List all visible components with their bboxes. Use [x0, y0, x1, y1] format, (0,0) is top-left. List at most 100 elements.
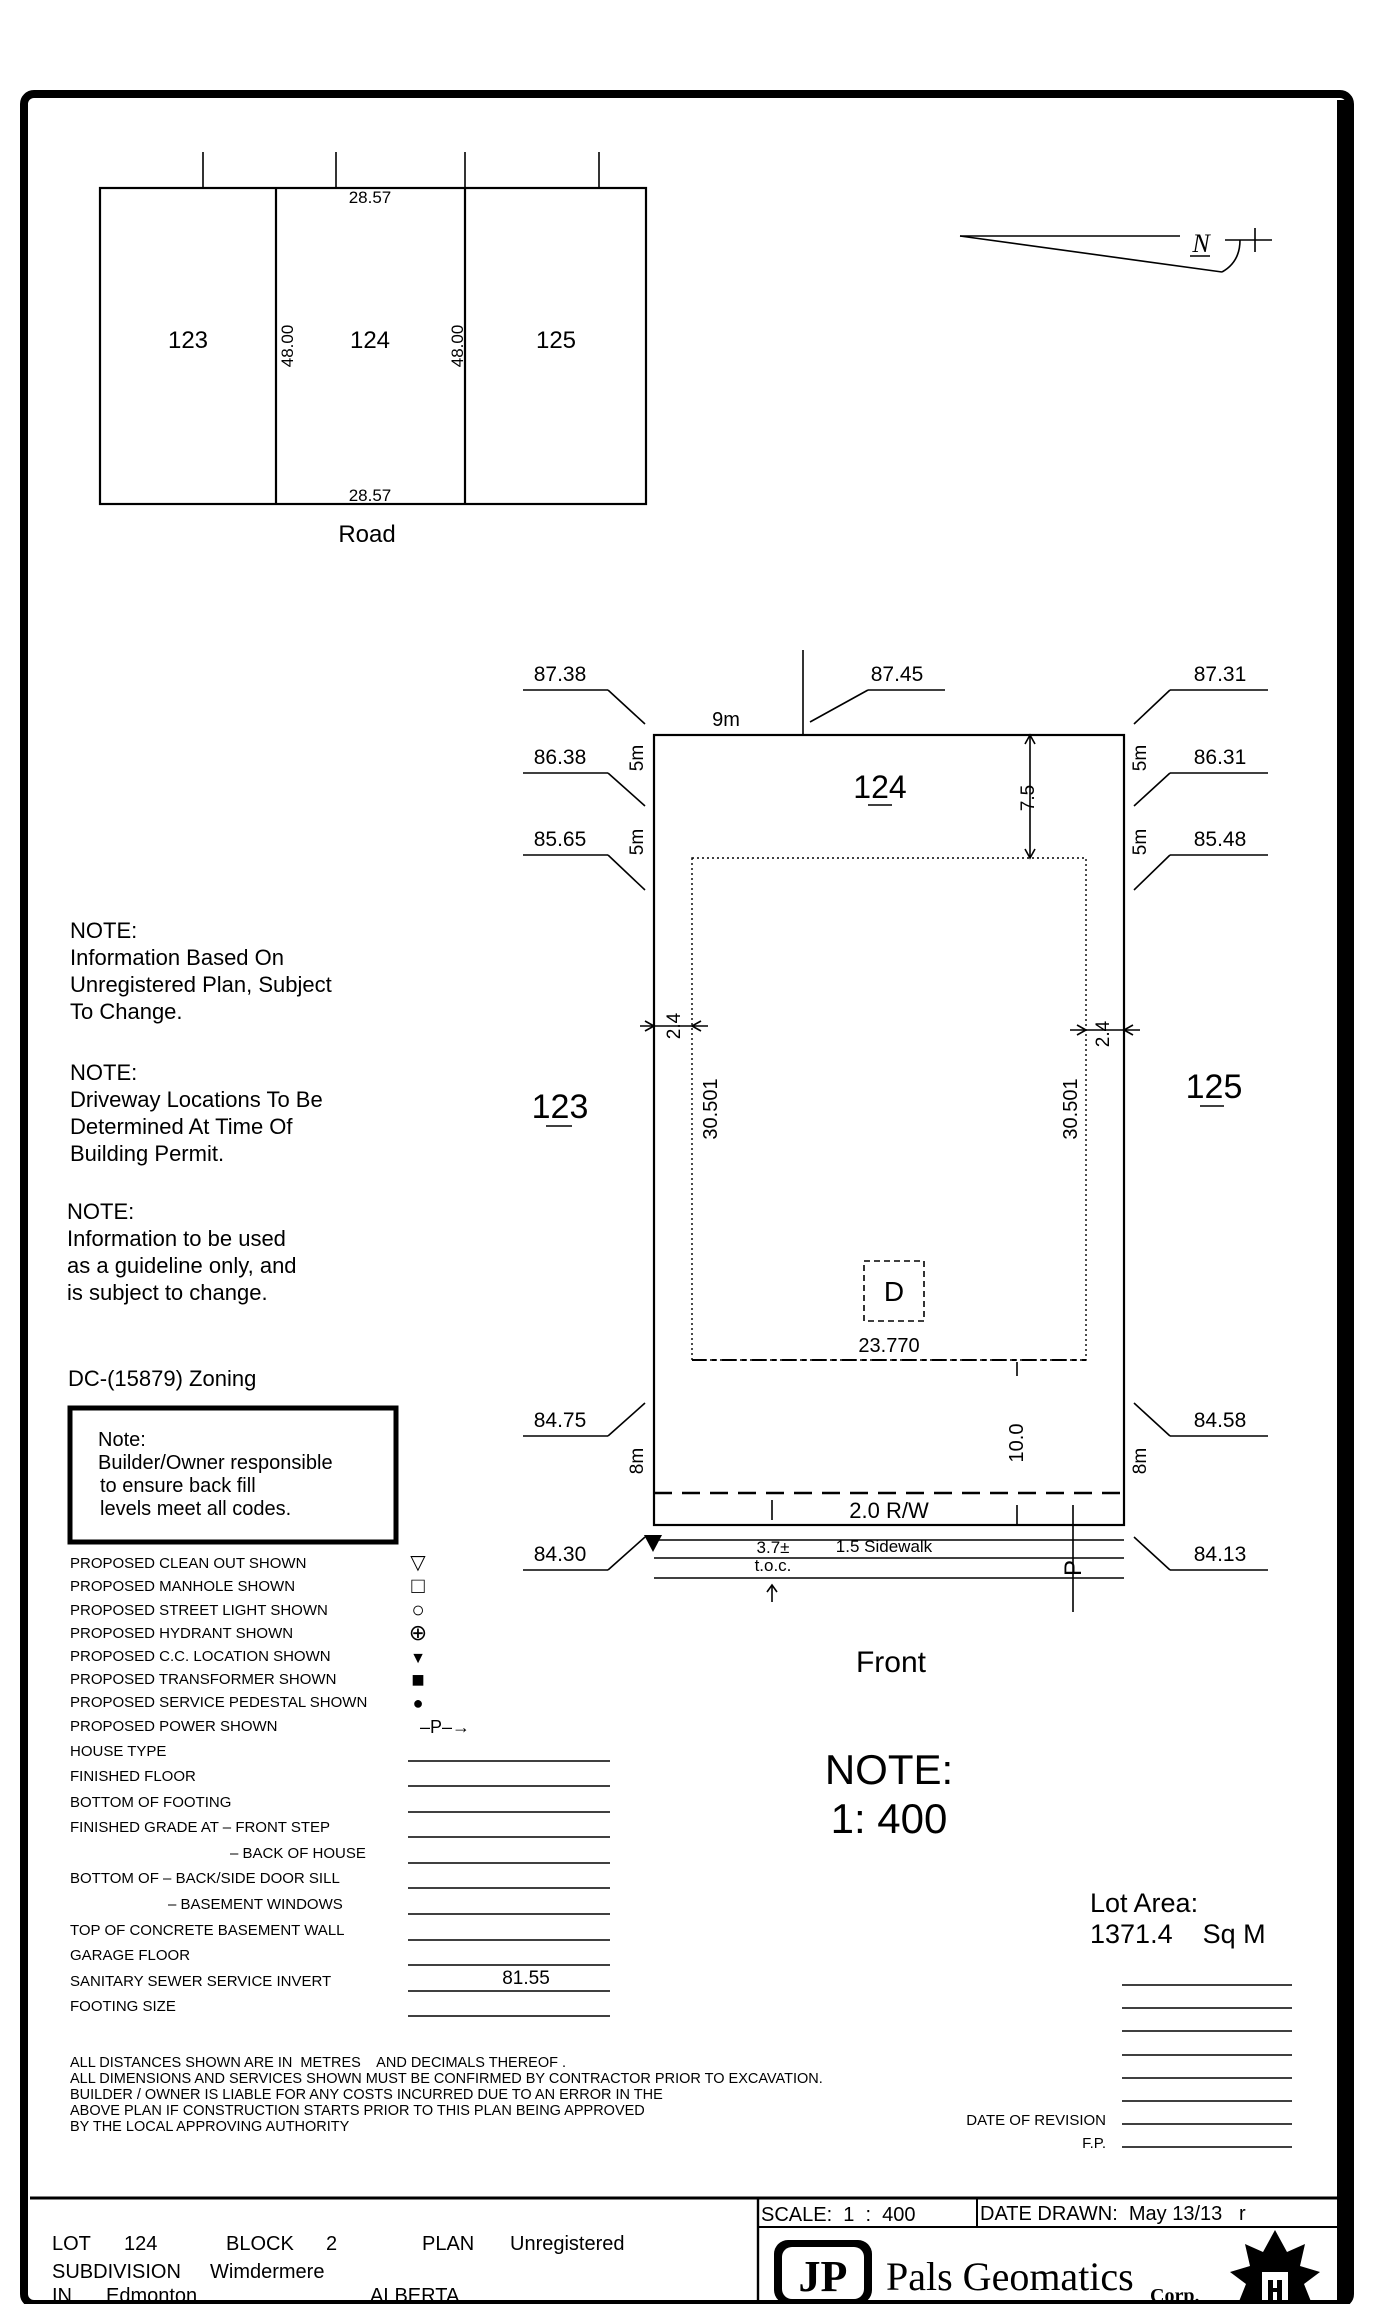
legend-label-5: PROPOSED C.C. LOCATION SHOWN: [70, 1648, 331, 1665]
left-side-5m-lower: 5m: [627, 829, 648, 855]
scale-value: SCALE: 1 : 400: [761, 2204, 916, 2226]
top-setback: 7.5: [1018, 785, 1039, 811]
in-value: Edmonton: [106, 2285, 197, 2304]
field-basement-wall: TOP OF CONCRETE BASEMENT WALL: [70, 1922, 345, 1939]
disclaimer-line-5: BY THE LOCAL APPROVING AUTHORITY: [70, 2119, 350, 2135]
company-name: Pals Geomatics: [886, 2254, 1134, 2299]
revision-block: DATE OF REVISION F.P.: [966, 1984, 1292, 2152]
elevation-left-2: 86.38: [534, 746, 587, 769]
company-emblem-icon: [1230, 2230, 1320, 2304]
field-basement-windows: – BASEMENT WINDOWS: [168, 1896, 343, 1913]
legend-label-4: PROPOSED HYDRANT SHOWN: [70, 1625, 293, 1642]
note-2-line-3: Building Permit.: [70, 1141, 224, 1166]
note-3-line-3: is subject to change.: [67, 1280, 268, 1305]
depth-left: 30.501: [700, 1078, 722, 1139]
sidewalk-label: 1.5 Sidewalk: [836, 1537, 933, 1556]
builder-note-box: Note: Builder/Owner responsible to ensur…: [67, 1405, 399, 1545]
disclaimer-line-1: ALL DISTANCES SHOWN ARE IN METRES AND DE…: [70, 2055, 566, 2071]
depth-right: 30.501: [1060, 1078, 1082, 1139]
company-suffix: Corp.: [1150, 2285, 1199, 2304]
legend-label-8: PROPOSED POWER SHOWN: [70, 1718, 278, 1735]
elevations-left: 87.38 86.38 85.65 84.75 84.30: [523, 663, 646, 1571]
zoning-label: DC-(15879) Zoning: [68, 1366, 256, 1391]
square-filled-icon: ■: [411, 1667, 424, 1692]
scale-note: NOTE: 1: 400: [825, 1746, 953, 1842]
form-fields: HOUSE TYPE FINISHED FLOOR BOTTOM OF FOOT…: [70, 1743, 610, 2017]
road-label: Road: [338, 521, 395, 548]
notes: NOTE: Information Based On Unregistered …: [67, 918, 332, 1391]
cc-location-icon: [644, 1535, 662, 1552]
adjacent-lot-right: 125: [1186, 1068, 1243, 1106]
note-2-line-2: Determined At Time Of: [70, 1114, 293, 1139]
right-side-8m: 8m: [1130, 1448, 1151, 1474]
field-house-type: HOUSE TYPE: [70, 1743, 166, 1760]
company-logo-letters: JP: [799, 2252, 848, 2301]
toc-dim-top: 3.7±: [757, 1538, 790, 1557]
scale-note-title: NOTE:: [825, 1746, 953, 1793]
key-side-dim-right: 48.00: [448, 325, 467, 368]
disclaimer-line-2: ALL DIMENSIONS AND SERVICES SHOWN MUST B…: [70, 2071, 823, 2087]
key-lot-123: 123: [168, 327, 208, 354]
garage-label: D: [884, 1276, 904, 1307]
note-3-line-2: as a guideline only, and: [67, 1253, 297, 1278]
field-finished-grade-front: FINISHED GRADE AT – FRONT STEP: [70, 1819, 330, 1836]
right-of-way-label: 2.0 R/W: [849, 1498, 929, 1523]
elevation-center: 87.45: [809, 663, 945, 723]
legend-label-7: PROPOSED SERVICE PEDESTAL SHOWN: [70, 1694, 367, 1711]
field-finished-grade-back: – BACK OF HOUSE: [230, 1845, 366, 1862]
subdivision-label: SUBDIVISION: [52, 2261, 181, 2283]
note-1-line-1: Information Based On: [70, 945, 284, 970]
right-side-5m-lower: 5m: [1130, 829, 1151, 855]
note-2-title: NOTE:: [70, 1060, 137, 1085]
triangle-down-outline-icon: ▽: [410, 1552, 426, 1574]
company-logo-icon: JP: [774, 2240, 872, 2304]
circle-filled-icon: ●: [413, 1693, 424, 1713]
legend: PROPOSED CLEAN OUT SHOWN ▽ PROPOSED MANH…: [70, 1552, 470, 1737]
fp-label: F.P.: [1082, 2135, 1106, 2152]
note-3-title: NOTE:: [67, 1199, 134, 1224]
power-line-icon: –P–→: [420, 1717, 470, 1737]
builder-note-line-3: levels meet all codes.: [100, 1498, 291, 1520]
house-width: 23.770: [858, 1335, 919, 1357]
note-3-line-1: Information to be used: [67, 1226, 286, 1251]
lot-area-value: 1371.4 Sq M: [1090, 1919, 1266, 1949]
front-setback: 10.0: [1006, 1424, 1028, 1463]
builder-note-line-1: Builder/Owner responsible: [98, 1452, 333, 1474]
block-label: BLOCK: [226, 2233, 294, 2255]
adjacent-lot-left: 123: [532, 1088, 589, 1126]
plan-value: Unregistered: [510, 2233, 625, 2255]
elevation-right-5: 84.13: [1194, 1543, 1247, 1566]
elevations-right: 87.31 86.31 85.48 84.58 84.13: [1133, 663, 1268, 1571]
builder-note-line-2: to ensure back fill: [100, 1475, 256, 1497]
date-of-revision-label: DATE OF REVISION: [966, 2112, 1106, 2129]
lot-area-label: Lot Area:: [1090, 1888, 1198, 1918]
legend-label-6: PROPOSED TRANSFORMER SHOWN: [70, 1671, 336, 1688]
note-1-line-3: To Change.: [70, 999, 183, 1024]
elevation-left-1: 87.38: [534, 663, 587, 686]
date-drawn-value: DATE DRAWN: May 13/13 r: [980, 2203, 1246, 2225]
elevation-left-4: 84.75: [534, 1409, 587, 1432]
key-bottom-dim: 28.57: [349, 486, 392, 505]
square-outline-icon: □: [411, 1573, 424, 1598]
note-1-title: NOTE:: [70, 918, 137, 943]
disclaimer-line-4: ABOVE PLAN IF CONSTRUCTION STARTS PRIOR …: [70, 2103, 645, 2119]
key-lot-125: 125: [536, 327, 576, 354]
in-label: IN: [52, 2285, 72, 2304]
field-footing-size: FOOTING SIZE: [70, 1998, 176, 2015]
legend-label-1: PROPOSED CLEAN OUT SHOWN: [70, 1555, 306, 1572]
field-bottom-of-footing: BOTTOM OF FOOTING: [70, 1794, 231, 1811]
elevation-left-3: 85.65: [534, 828, 587, 851]
elevation-right-3: 85.48: [1194, 828, 1247, 851]
lot-label: LOT: [52, 2233, 91, 2255]
field-garage-floor: GARAGE FLOOR: [70, 1947, 190, 1964]
field-sewer-invert: SANITARY SEWER SERVICE INVERT: [70, 1973, 331, 1990]
key-plan: 123 124 125 28.57 28.57 48.00 48.00 Road: [98, 152, 648, 548]
lot-area: Lot Area: 1371.4 Sq M: [1090, 1888, 1266, 1949]
elevation-right-2: 86.31: [1194, 746, 1247, 769]
subdivision-value: Wimdermere: [210, 2261, 324, 2283]
right-side-5m-upper: 5m: [1130, 745, 1151, 771]
site-lot-label: 124: [853, 769, 906, 805]
circle-cross-icon: ⊕: [409, 1620, 427, 1645]
elevation-left-5: 84.30: [534, 1543, 587, 1566]
